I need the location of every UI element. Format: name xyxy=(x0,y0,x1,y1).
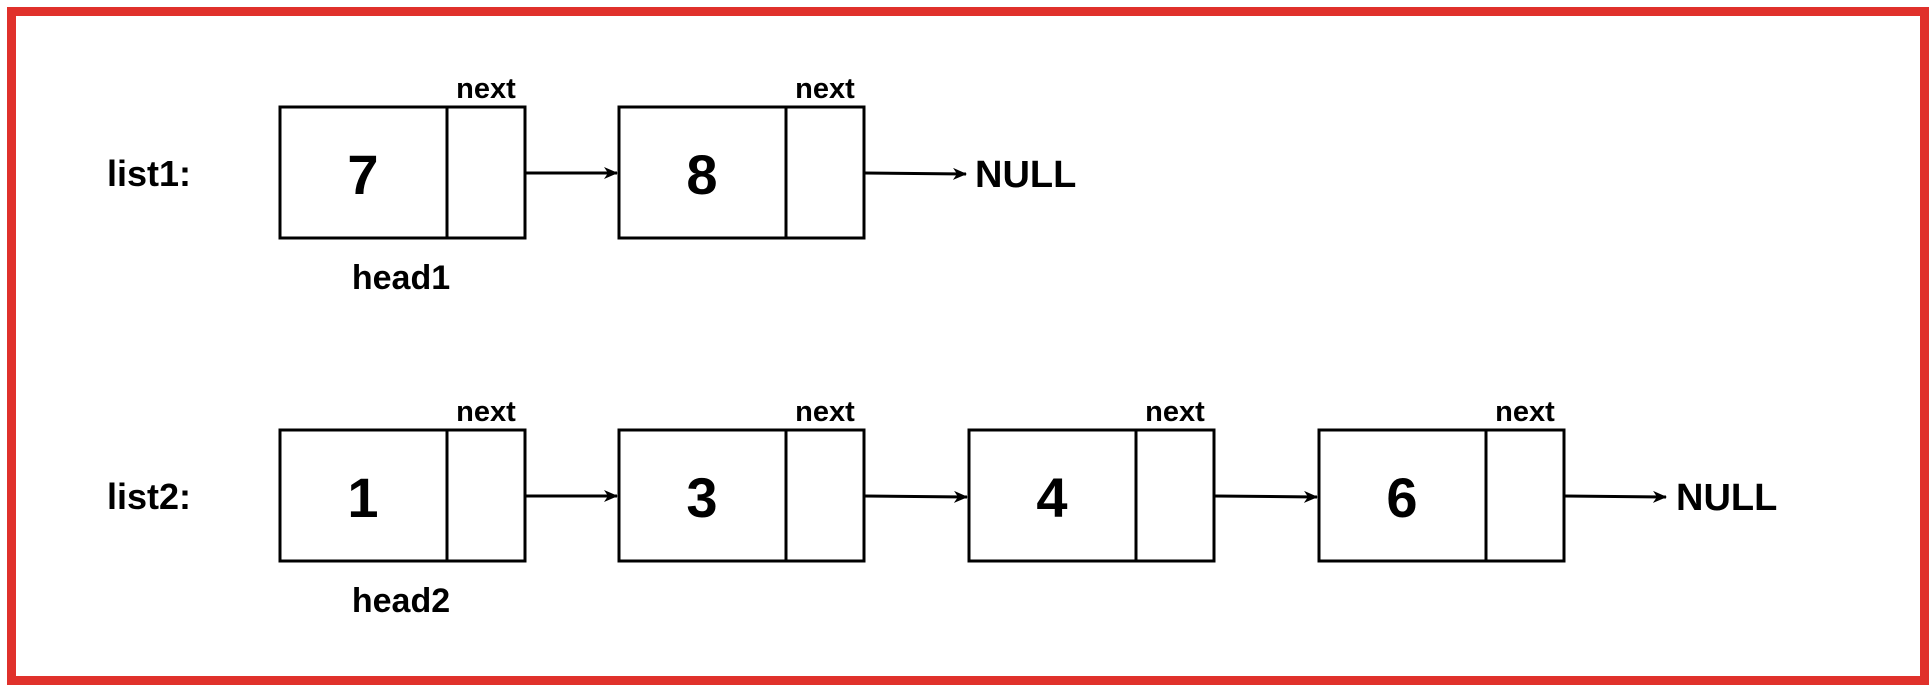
list2-label: list2: xyxy=(107,476,191,517)
node-value: 1 xyxy=(347,466,378,529)
node-value: 4 xyxy=(1036,466,1067,529)
node-value: 6 xyxy=(1386,466,1417,529)
node-value: 8 xyxy=(686,143,717,206)
head1-label: head1 xyxy=(352,259,450,297)
next-pointer-label: next xyxy=(456,73,516,105)
next-arrow xyxy=(1213,490,1318,503)
list2: list2: 1 next 3 next 4 next 6 next xyxy=(107,396,1777,620)
list2-null: NULL xyxy=(1676,477,1777,519)
list1-node-2: 8 next xyxy=(617,73,866,240)
list1-null: NULL xyxy=(975,154,1076,196)
next-arrow xyxy=(1563,490,1667,503)
list1-label: list1: xyxy=(107,153,191,194)
node-value: 3 xyxy=(686,466,717,529)
next-pointer-label: next xyxy=(456,396,516,428)
list1-node-1: 7 next xyxy=(278,73,527,240)
list1: list1: 7 next 8 next NULL head1 xyxy=(107,73,1076,297)
next-pointer-label: next xyxy=(1495,396,1555,428)
list2-node-1: 1 next xyxy=(278,396,527,563)
list2-node-3: 4 next xyxy=(967,396,1216,563)
diagram-frame xyxy=(7,7,1929,685)
head2-label: head2 xyxy=(352,582,450,620)
list2-node-2: 3 next xyxy=(617,396,866,563)
list2-node-4: 6 next xyxy=(1317,396,1566,563)
next-arrow xyxy=(863,167,967,180)
next-pointer-label: next xyxy=(795,396,855,428)
next-arrow xyxy=(863,490,968,503)
next-pointer-label: next xyxy=(1145,396,1205,428)
next-pointer-label: next xyxy=(795,73,855,105)
node-value: 7 xyxy=(347,143,378,206)
